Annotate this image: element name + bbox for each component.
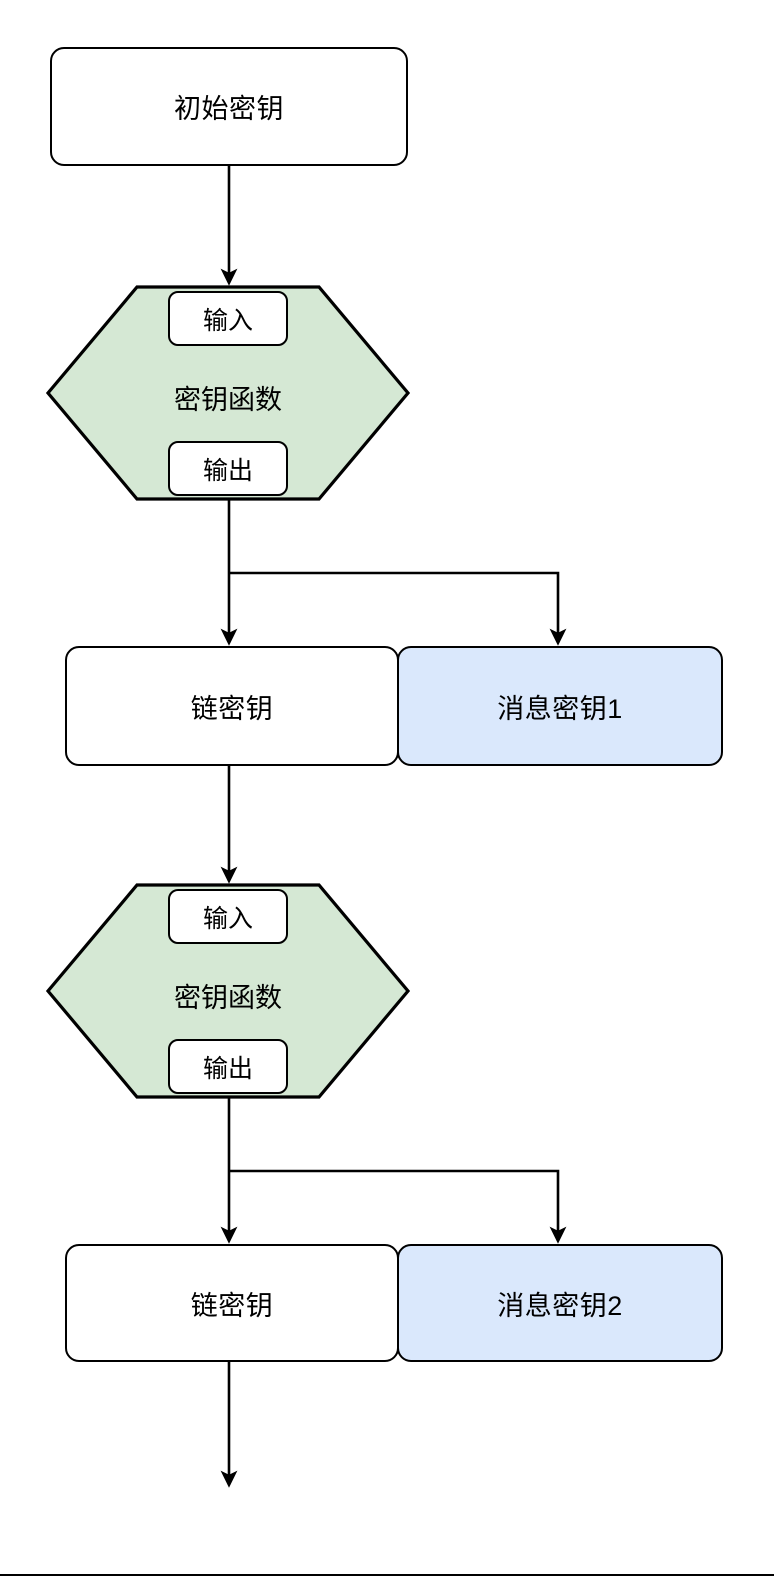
edge-kdf2-to-messagekey2	[229, 1169, 567, 1244]
node-kdf-2-input[interactable]: 输入	[168, 889, 288, 944]
node-chain-key-1-label: 链密钥	[190, 693, 274, 724]
node-kdf-2-output[interactable]: 输出	[168, 1039, 288, 1094]
node-chain-key-2-label: 链密钥	[190, 1290, 274, 1321]
node-kdf-1-output-label: 输出	[202, 456, 253, 485]
hexagon-shape-2	[46, 883, 410, 1099]
node-kdf-1-label: 密钥函数	[174, 385, 282, 415]
node-kdf-2-output-label: 输出	[202, 1054, 253, 1083]
node-kdf-2-input-label: 输入	[202, 904, 253, 933]
hexagon-shape-1	[46, 285, 410, 501]
node-kdf-1-input-label: 输入	[202, 306, 253, 335]
node-initial-key[interactable]: 初始密钥	[50, 47, 408, 166]
node-kdf-1[interactable]: 密钥函数	[46, 285, 410, 501]
node-kdf-1-input[interactable]: 输入	[168, 291, 288, 346]
node-kdf-2[interactable]: 密钥函数	[46, 883, 410, 1099]
edge-kdf1-to-messagekey1	[229, 571, 567, 646]
node-kdf-1-output[interactable]: 输出	[168, 441, 288, 496]
node-message-key-1-label: 消息密钥1	[497, 693, 623, 724]
node-message-key-2[interactable]: 消息密钥2	[397, 1244, 723, 1362]
node-message-key-1[interactable]: 消息密钥1	[397, 646, 723, 766]
node-chain-key-1[interactable]: 链密钥	[65, 646, 399, 766]
node-kdf-2-label: 密钥函数	[174, 983, 282, 1013]
node-message-key-2-label: 消息密钥2	[497, 1290, 623, 1321]
node-chain-key-2[interactable]: 链密钥	[65, 1244, 399, 1362]
node-initial-key-label: 初始密钥	[174, 94, 284, 124]
